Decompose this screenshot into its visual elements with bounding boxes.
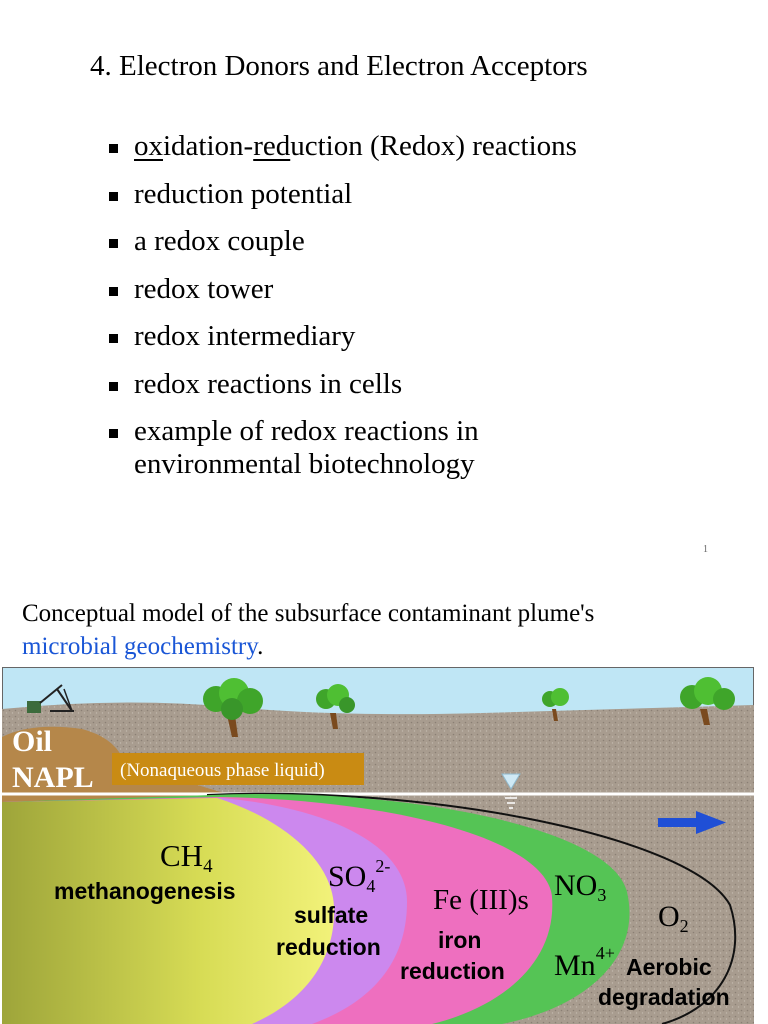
tree-icon (203, 678, 263, 737)
underlined-red: red (253, 130, 291, 162)
caption-link[interactable]: microbial geochemistry (22, 633, 258, 660)
bullet-item: redox reactions in cells (106, 368, 694, 401)
bullet-square-icon (109, 144, 118, 153)
underlined-ox: ox (134, 130, 163, 162)
bullet-text: reduction potential (134, 177, 353, 210)
bullet-text: example of redox reactions in (134, 415, 479, 447)
methane-zone (2, 798, 335, 1024)
oil-label: Oil (12, 725, 52, 758)
bullet-text: redox intermediary (134, 320, 356, 352)
bullet-square-icon (109, 191, 118, 201)
bullet-square-icon (109, 239, 118, 248)
tree-icon (680, 677, 735, 725)
methanogenesis-label: methanogenesis (54, 878, 236, 904)
figure-caption: Conceptual model of the subsurface conta… (22, 597, 752, 663)
bullet-item: redox intermediary (106, 320, 694, 353)
bullet-square-icon (109, 334, 118, 343)
aerobic-degradation-label: degradation (598, 984, 730, 1010)
ch4-formula: CH4 (160, 838, 213, 877)
flow-arrow-icon (658, 811, 726, 834)
bullet-square-icon (109, 429, 118, 438)
page-number: 1 (703, 544, 708, 555)
bullet-item: redox tower (106, 273, 694, 306)
napl-note: (Nonaqueous phase liquid) (120, 760, 325, 781)
pump-jack-icon (27, 684, 74, 713)
bullet-text: a redox couple (134, 225, 305, 257)
caption-text: Conceptual model of the subsurface conta… (22, 600, 595, 627)
iron-reduction-label: reduction (400, 958, 505, 984)
bullet-list: oxidation-reduction (Redox) reactions re… (106, 130, 694, 496)
bullet-text: environmental biotechnology (134, 448, 475, 480)
bullet-item: a redox couple (106, 225, 694, 258)
tree-icon (542, 688, 569, 721)
napl-note-box (112, 753, 364, 785)
tree-icon (316, 684, 355, 729)
sulfate-label: sulfate (294, 902, 368, 928)
slide-title: 4. Electron Donors and Electron Acceptor… (90, 50, 588, 82)
bullet-square-icon (109, 381, 118, 391)
bullet-text-part: idation- (163, 130, 254, 162)
bullet-text-part: uction (Redox) reactions (290, 130, 577, 162)
aerobic-boundary (206, 792, 737, 1024)
fe-formula: Fe (III)s (433, 884, 529, 916)
napl-label: NAPL (12, 761, 94, 794)
sulfate-reduction-label: reduction (276, 934, 381, 960)
caption-end: . (257, 633, 264, 660)
o2-formula: O2 (658, 900, 689, 936)
aerobic-label: Aerobic (626, 954, 712, 980)
water-table-marker-icon (501, 773, 521, 809)
bullet-text: redox reactions in cells (134, 367, 403, 400)
iron-label: iron (438, 927, 481, 953)
bullet-square-icon (109, 286, 118, 296)
bullet-item: reduction potential (106, 178, 694, 211)
bullet-item: oxidation-reduction (Redox) reactions (106, 130, 694, 163)
no3-formula: NO3 (554, 869, 606, 905)
plume-diagram: Oil NAPL (Nonaqueous phase liquid) CH4 m… (2, 667, 754, 1024)
so4-formula: SO42- (328, 856, 390, 896)
bullet-text: redox tower (134, 272, 274, 305)
mn-formula: Mn4+ (554, 943, 615, 982)
